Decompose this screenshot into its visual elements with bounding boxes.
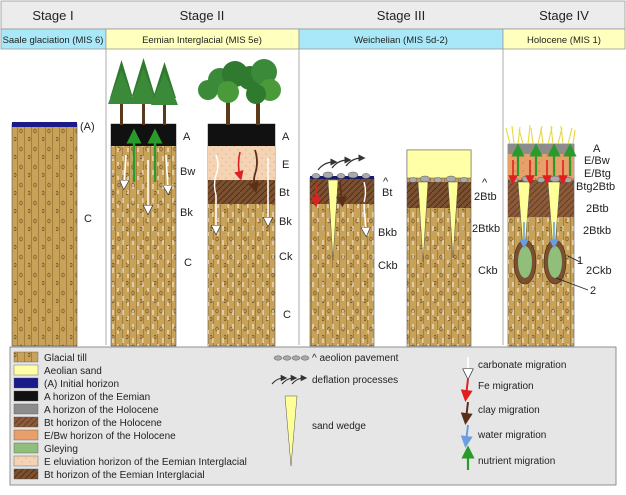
legend-swatch-a-holocene [13,403,39,415]
legend-label-bt-holocene: Bt horizon of the Holocene [44,418,162,429]
stage-2b-bt-label: Bt [279,187,289,199]
legend: Glacial till Aeolian sand (A) Initial ho… [9,346,617,486]
legend-deflation-icon [271,374,308,385]
stage-3a-bkb-label: Bkb [378,227,397,239]
stage-3b-btkb-label: 2Btkb [472,223,500,235]
stage-4-callout-1: 1 [577,255,583,267]
legend-label-carbonate: carbonate migration [478,360,566,371]
eemian-bt-horizon [208,180,275,204]
legend-label-a-holocene: A horizon of the Holocene [44,405,159,416]
legend-clay-icon [460,401,473,425]
stage-2b-c-label: C [283,309,291,321]
legend-fe-icon [460,378,473,402]
conifer-trees [108,58,178,125]
stage-3-period: Weichelian (MIS 5d-2) [354,35,448,46]
stage-header: Stage I Stage II Stage III Stage IV Saal… [0,0,626,50]
stage-4-ebtg-label: E/Btg [584,168,611,180]
stage-1-period: Saale glaciation (MIS 6) [3,35,104,46]
stage-3-title: Stage III [377,8,425,23]
stage-1-profile: (A) C [11,121,95,347]
deciduous-trees [198,59,281,125]
stage-4-title: Stage IV [539,8,589,23]
stage-4-btg2btb-label: Btg2Btb [576,181,615,193]
grass-vegetation [505,124,576,145]
sand-wedge-3b-2 [447,181,459,259]
legend-swatch-a-eemian [13,390,39,402]
stage-3a-ckb-label: Ckb [378,260,398,272]
legend-label-glacial-till: Glacial till [44,353,87,364]
legend-swatch-bt-eemian [13,468,39,480]
stage-2b-bk-label: Bk [279,216,292,228]
stage-4-period: Holocene (MIS 1) [527,35,601,46]
legend-label-initial-horizon: (A) Initial horizon [44,379,119,390]
eemian-a-horizon-2 [208,124,275,146]
legend-swatch-initial-horizon [13,377,39,389]
legend-swatch-aeolian-sand [13,364,39,376]
legend-label-pavement: ^ aeolion pavement [312,353,399,364]
stage-2b-ck-label: Ck [279,251,293,263]
stage-2-period: Eemian Interglacial (MIS 5e) [142,35,262,46]
deflation-arrows [317,154,366,171]
legend-label-a-eemian: A horizon of the Eemian [44,392,150,403]
aeolian-sand-cover [406,149,472,179]
stage-2b-profile: A E Bt Bk Ck C [198,59,293,347]
legend-label-deflation: deflation processes [312,375,398,386]
stage-2b-e-label: E [282,159,289,171]
initial-horizon [12,122,77,127]
legend-label-nutrient: nutrient migration [478,456,555,467]
stage-4-ckb-label: 2Ckb [586,265,612,277]
legend-label-sand-wedge: sand wedge [312,421,366,432]
legend-label-gleying: Gleying [44,444,78,455]
aeolian-pavement-stones [311,171,371,179]
legend-label-water: water migration [477,430,546,441]
stage-2a-bk-label: Bk [180,207,193,219]
stage-2a-profile: A Bw Bk C [108,58,195,347]
stage-3b-bt-horizon [407,182,471,208]
stage-4-a-label: A [593,143,601,155]
sand-wedge-3a [327,179,339,261]
aeolian-pavement-stones-2 [408,175,469,183]
stage-3a-caret: ^ [383,176,389,188]
legend-label-ebw-holocene: E/Bw horizon of the Holocene [44,431,176,442]
legend-swatch-bt-holocene [13,416,39,428]
column-dividers [105,49,504,345]
stage-1-c-label: C [84,213,92,225]
legend-label-bt-eemian: Bt horizon of the Eemian Interglacial [44,470,205,481]
stage-4-btkb-label: 2Btkb [583,225,611,237]
stage-2b-a-label: A [282,131,290,143]
stage-1-title: Stage I [32,8,73,23]
legend-sand-wedge-icon [284,395,298,467]
stage-4-ebw-label: E/Bw [584,155,610,167]
stage-2-title: Stage II [180,8,225,23]
stage-3b-caret: ^ [482,177,488,189]
stage-3b-profile: ^ 2Btb 2Btkb Ckb [406,149,500,347]
stage-3a-bt-label: Bt [382,187,392,199]
stage-2a-c-label: C [184,257,192,269]
legend-swatch-ebw-holocene [13,429,39,441]
sand-wedge-3b-1 [417,181,429,263]
legend-swatch-e-eemian [13,455,39,467]
stage-1-initial-label: (A) [80,121,95,133]
legend-swatch-glacial-till [13,351,39,363]
holocene-bt-horizon [508,180,574,217]
stage-4-callout-2: 2 [590,285,596,297]
legend-label-fe: Fe migration [478,381,534,392]
legend-label-aeolian-sand: Aeolian sand [44,366,102,377]
eemian-a-horizon [111,124,176,146]
legend-pavement-icon [273,355,310,361]
stage-2a-a-label: A [183,131,191,143]
stage-4-btb-label: 2Btb [586,203,609,215]
legend-label-clay: clay migration [478,405,540,416]
stage-3b-ckb-label: Ckb [478,265,498,277]
legend-water-icon [460,424,473,448]
legend-label-e-eemian: E eluviation horizon of the Eemian Inter… [44,457,247,468]
legend-swatch-gleying [13,442,39,454]
stage-2a-bw-label: Bw [180,166,195,178]
stage-3a-profile: ^ Bt Bkb Ckb [309,154,398,347]
stage-3b-btb-label: 2Btb [474,191,497,203]
stage-4-profile: A E/Bw E/Btg Btg2Btb 2Btb 2Btkb 2Ckb 1 2 [505,124,615,347]
